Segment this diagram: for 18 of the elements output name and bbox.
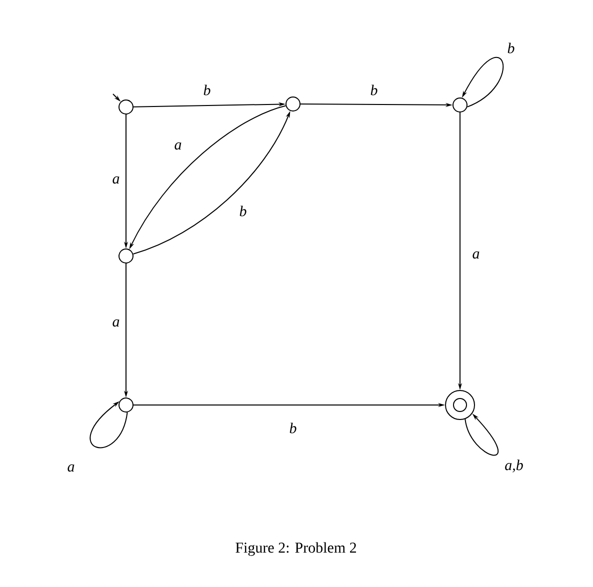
edge-label: b	[506, 42, 516, 54]
edge-label: a	[471, 250, 481, 260]
edge-label: b	[238, 204, 248, 218]
edge-label: b	[288, 422, 298, 434]
edge-label: b	[369, 84, 379, 96]
edge-label: a	[66, 463, 76, 473]
edge-label: a	[111, 175, 121, 185]
state-circle	[452, 98, 468, 112]
state-circle	[118, 398, 134, 412]
accepting-state	[445, 390, 475, 420]
edge-label: a	[173, 141, 183, 151]
state-circle	[118, 100, 134, 114]
state-circle	[118, 248, 134, 264]
state-circle	[286, 96, 300, 112]
edge-label: a,b	[504, 458, 524, 474]
edge-label: a	[111, 318, 121, 328]
caption: Figure 2: Problem 2	[236, 542, 356, 556]
edge-label: b	[202, 84, 212, 96]
